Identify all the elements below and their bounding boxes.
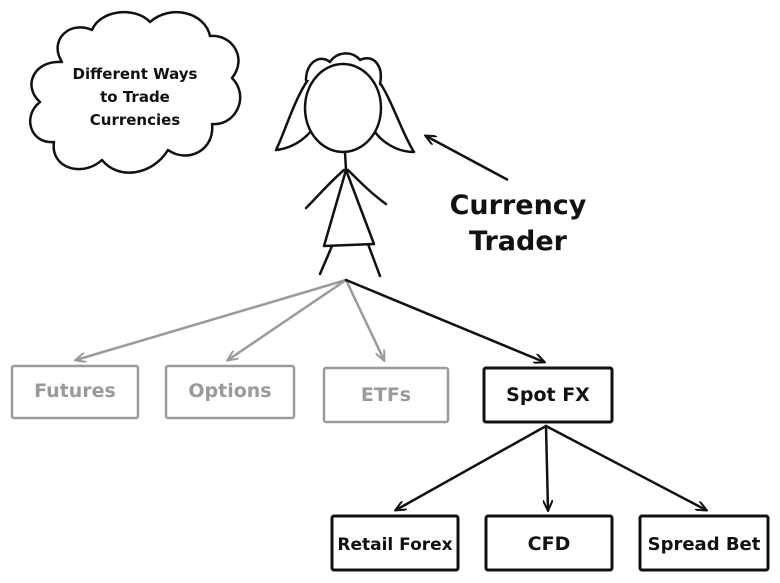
instrument-label-futures: Futures bbox=[34, 380, 116, 402]
dress bbox=[322, 168, 376, 248]
cloud-line-3: Currencies bbox=[90, 111, 181, 129]
connector-spread-bet bbox=[544, 424, 706, 510]
instrument-box-options: Options bbox=[164, 364, 296, 420]
child-label-cfd: CFD bbox=[528, 533, 571, 555]
trader-label-line-2: Trader bbox=[469, 226, 568, 257]
ponytail-right bbox=[368, 70, 416, 154]
thought-cloud: Different Ways to Trade Currencies bbox=[29, 10, 242, 174]
instrument-label-options: Options bbox=[188, 380, 271, 402]
connector-spot-fx bbox=[344, 278, 544, 362]
connector-options bbox=[228, 278, 348, 360]
connector-cfd bbox=[546, 424, 548, 510]
instrument-box-spot-fx: Spot FX bbox=[482, 366, 614, 424]
spot-fx-connectors bbox=[396, 424, 706, 510]
neck bbox=[343, 150, 348, 172]
child-box-cfd: CFD bbox=[484, 514, 614, 572]
instrument-box-etfs: ETFs bbox=[322, 366, 450, 424]
arm-right bbox=[346, 168, 388, 206]
leg-left bbox=[318, 244, 334, 276]
cloud-line-1: Different Ways bbox=[73, 65, 198, 83]
cloud-outline bbox=[29, 10, 242, 174]
connector-futures bbox=[76, 278, 348, 360]
connector-retail-forex bbox=[396, 424, 548, 510]
instrument-label-etfs: ETFs bbox=[361, 384, 411, 406]
instrument-label-spot-fx: Spot FX bbox=[506, 384, 590, 406]
head bbox=[303, 62, 383, 154]
child-box-spread-bet: Spread Bet bbox=[638, 514, 770, 572]
child-box-retail-forex: Retail Forex bbox=[330, 514, 460, 572]
instrument-connectors bbox=[76, 278, 544, 362]
trader-pointer-arrow bbox=[426, 136, 509, 182]
arm-left bbox=[304, 168, 346, 210]
connector-etfs bbox=[344, 278, 384, 360]
cloud-line-2: to Trade bbox=[100, 88, 170, 106]
stick-figure-trader bbox=[274, 52, 416, 278]
trader-label-line-1: Currency bbox=[450, 190, 587, 221]
child-label-retail-forex: Retail Forex bbox=[337, 535, 452, 555]
child-label-spread-bet: Spread Bet bbox=[648, 534, 761, 555]
instrument-box-futures: Futures bbox=[10, 364, 140, 420]
leg-right bbox=[366, 242, 382, 278]
